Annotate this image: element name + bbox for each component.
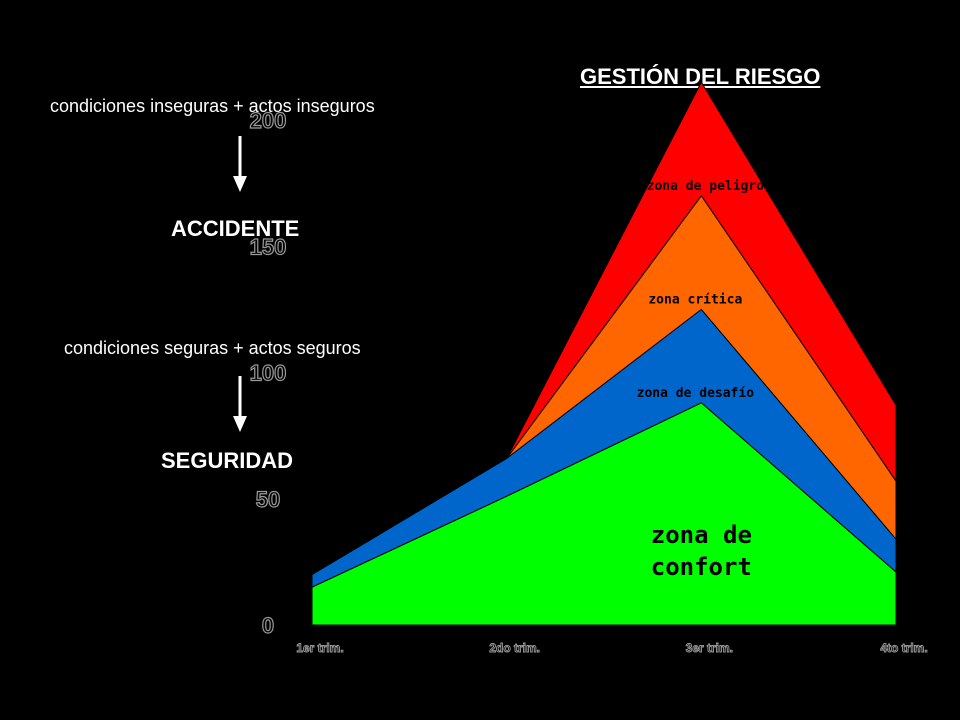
x-tick-label: 3er trim. — [686, 641, 733, 655]
y-tick-label: 100 — [250, 361, 287, 386]
y-tick-label: 0 — [262, 613, 274, 638]
safe-conditions-text: condiciones seguras + actos seguros — [64, 338, 361, 358]
down-arrow-icon — [233, 376, 247, 432]
y-tick-label: 200 — [250, 108, 287, 133]
zone-label-zona-critica: zona crítica — [648, 292, 742, 307]
zone-label-zona-de-confort-line1: zona de — [651, 521, 752, 549]
down-arrow-icon — [233, 136, 247, 192]
x-tick-label: 2do trim. — [489, 641, 540, 655]
x-tick-label: 1er trim. — [296, 641, 343, 655]
area-zona-de-peligro — [311, 81, 897, 575]
zone-label-zona-de-confort-line2: confort — [651, 553, 752, 581]
y-tick-label: 50 — [256, 487, 280, 512]
x-tick-label: 4to trim. — [880, 641, 927, 655]
accident-label: ACCIDENTE — [171, 216, 300, 241]
unsafe-conditions-text: condiciones inseguras + actos inseguros — [50, 96, 375, 116]
zone-label-zona-de-peligro: zona de peligro — [647, 179, 765, 194]
zone-label-zona-de-desafio: zona de desafío — [637, 386, 755, 401]
safety-label: SEGURIDAD — [161, 448, 294, 473]
y-tick-label: 150 — [250, 234, 287, 259]
